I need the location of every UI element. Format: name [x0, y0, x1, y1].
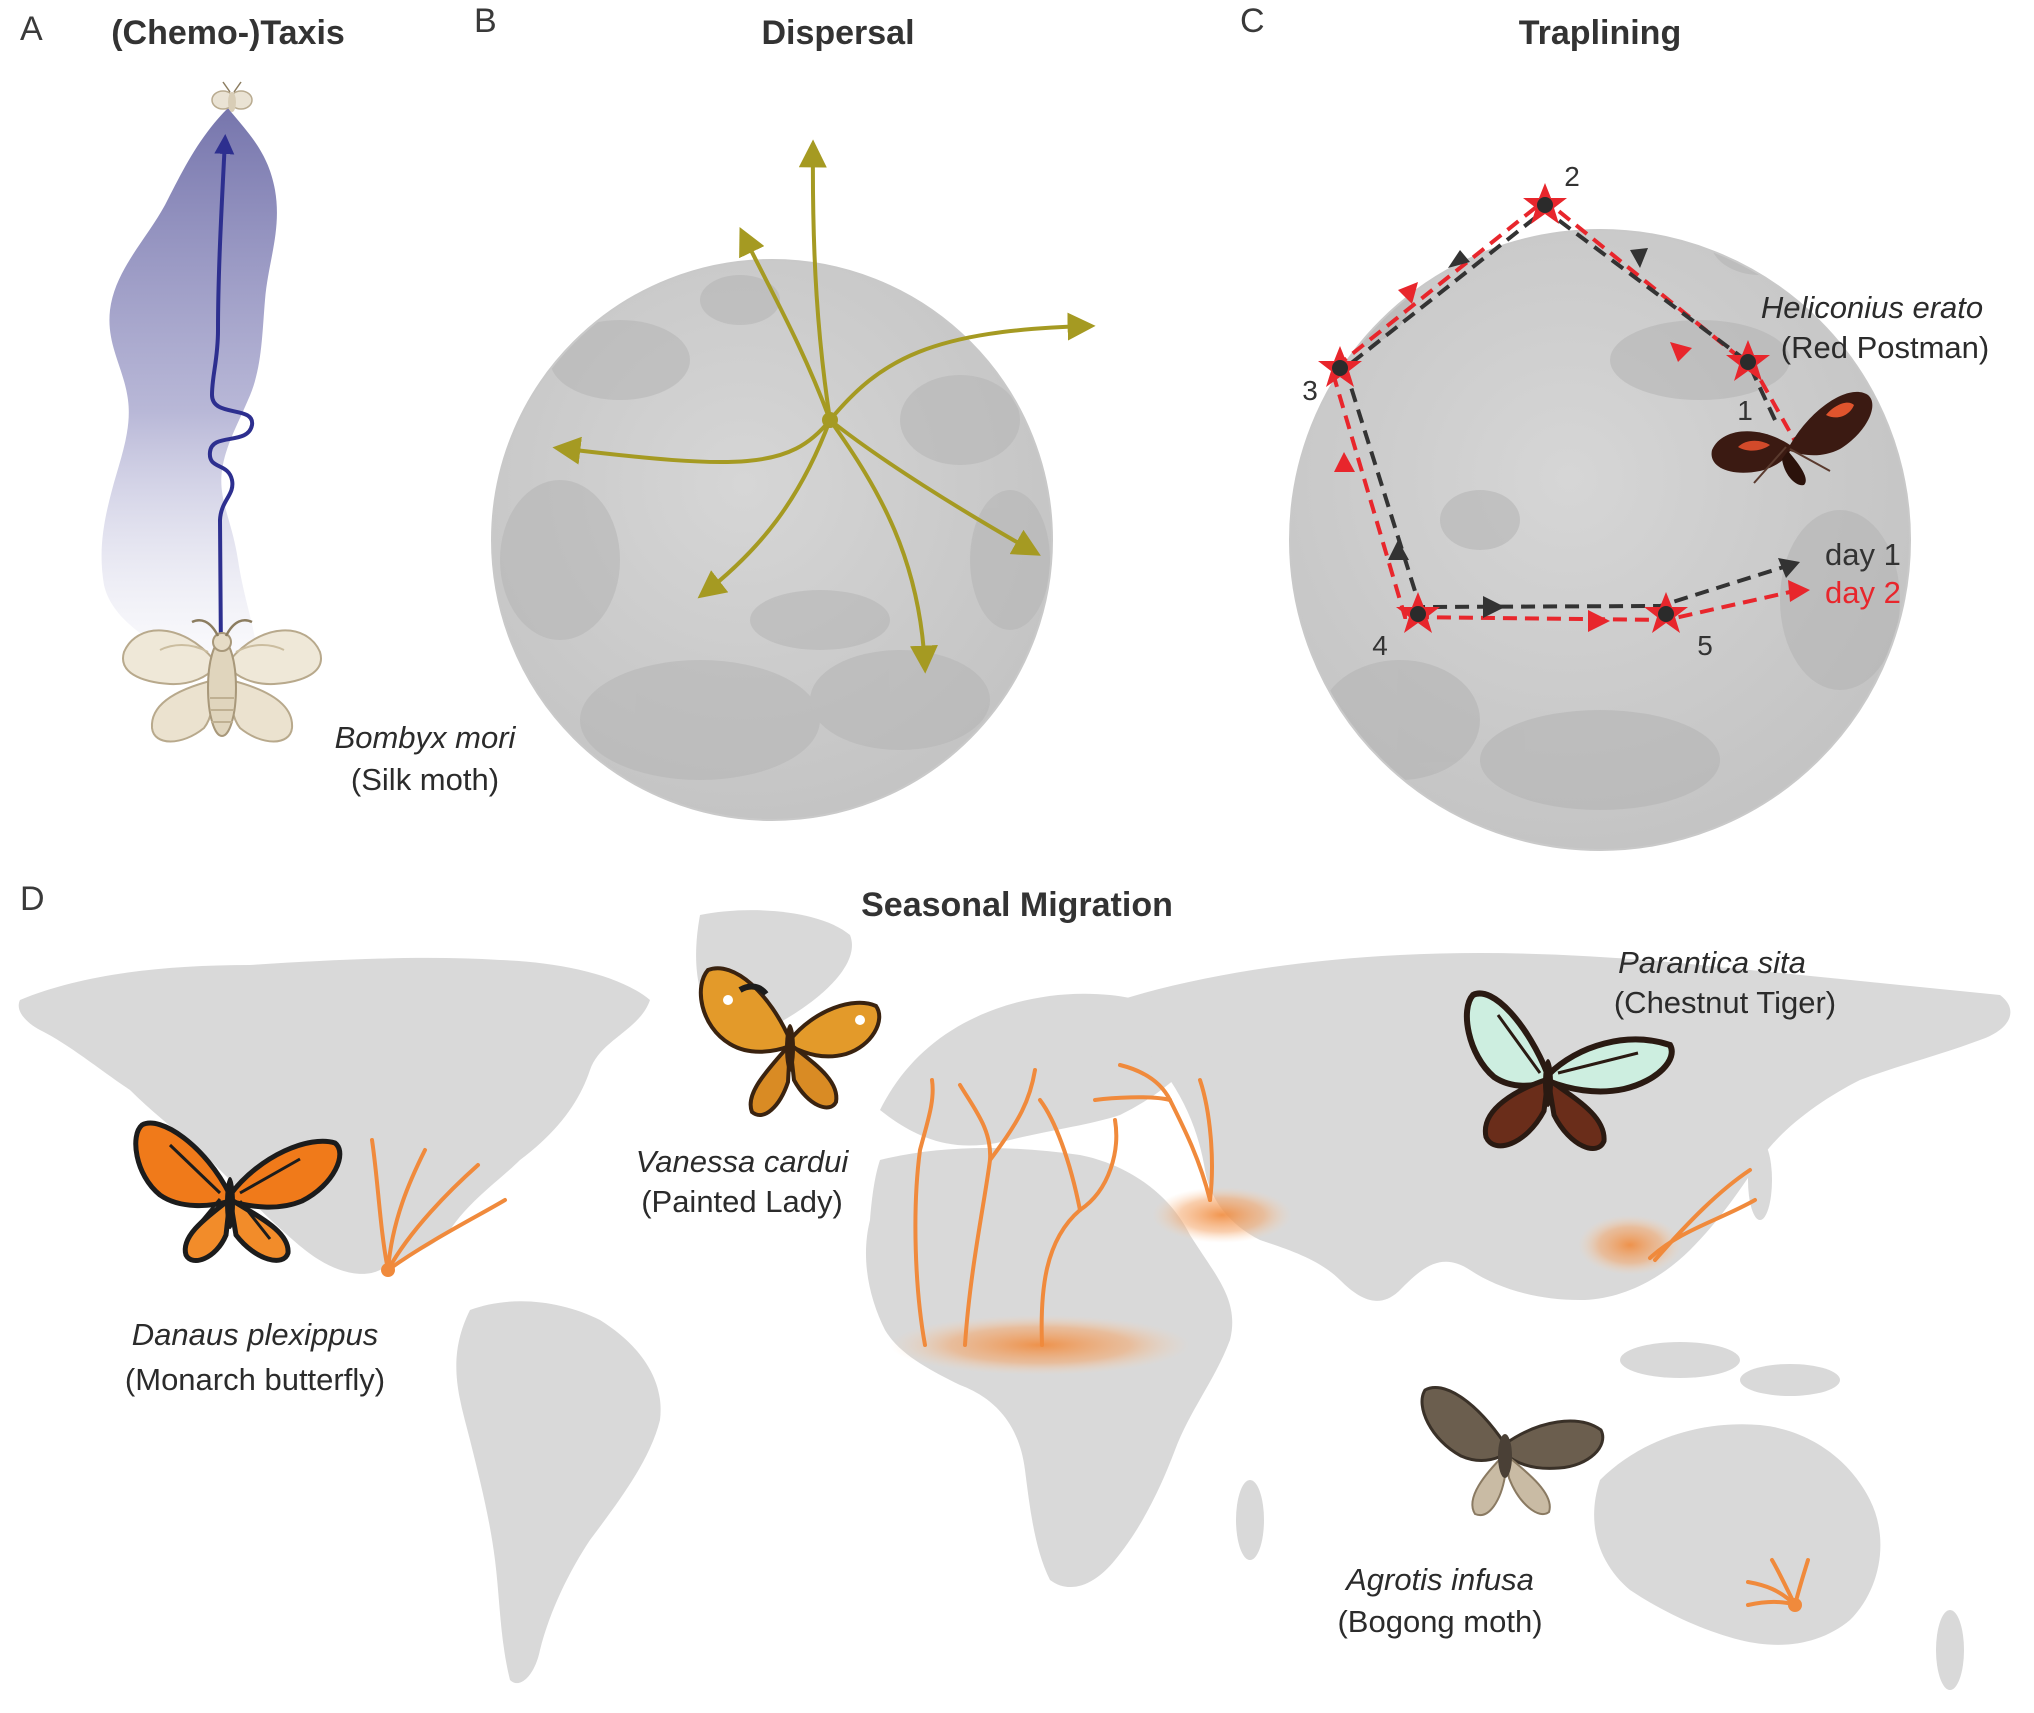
legend-day-2: day 2 [1825, 575, 1901, 610]
odor-plume [101, 108, 277, 660]
panel-a: A (Chemo-)Taxis Bombyx mori (Silk moth) [20, 10, 517, 797]
hotspot-middle-east [1152, 1187, 1292, 1243]
bogong-aestivation-site [1788, 1598, 1802, 1612]
dispersal-arrow [828, 418, 938, 674]
red-postman-illustration [1711, 391, 1873, 486]
painted-lady-illustration [698, 966, 882, 1117]
panel-c-title: Traplining [1519, 14, 1681, 52]
monarch-route [386, 1198, 507, 1272]
monarch-species-common: (Monarch butterfly) [125, 1362, 385, 1397]
dispersal-arrow [828, 312, 1096, 422]
panel-a-title: (Chemo-)Taxis [111, 14, 345, 52]
painted-lady-route [1093, 1095, 1172, 1102]
stop-label-2: 2 [1564, 161, 1580, 192]
chestnut-tiger-route [1648, 1198, 1757, 1260]
panel-d-letter: D [20, 880, 45, 918]
madagascar-landmass [1236, 1480, 1264, 1560]
dispersal-arrow [697, 419, 832, 599]
trapline-stop-3 [1318, 346, 1362, 387]
chestnut-tiger-species-common: (Chestnut Tiger) [1614, 985, 1836, 1020]
north-america-landmass [18, 957, 651, 1274]
dispersal-arrow [798, 139, 832, 421]
panel-d: D Seasonal Migration [18, 880, 2011, 1690]
chestnut-tiger-species-latin: Parantica sita [1618, 945, 1806, 980]
bogong-moth-illustration [1420, 1385, 1605, 1517]
panel-c-species-latin: Heliconius erato [1761, 290, 1983, 325]
monarch-route [386, 1163, 480, 1272]
new-zealand-landmass [1936, 1610, 1964, 1690]
painted-lady-route [958, 1083, 993, 1347]
world-map [18, 910, 2011, 1690]
stop-label-3: 3 [1302, 375, 1318, 406]
monarch-route [370, 1138, 390, 1272]
panel-b-title: Dispersal [761, 14, 914, 52]
bogong-species-common: (Bogong moth) [1337, 1604, 1542, 1639]
chestnut-tiger-illustration [1463, 990, 1675, 1151]
south-america-landmass [456, 1301, 661, 1684]
monarch-route [386, 1148, 427, 1272]
japan-landmass [1748, 1140, 1772, 1220]
trapline-stops [1318, 183, 1770, 633]
painted-lady-route [1038, 1098, 1082, 1212]
route-day-2-arrowheads [1334, 282, 1810, 632]
panel-c-letter: C [1240, 2, 1265, 40]
panel-c-species-common: (Red Postman) [1781, 330, 1989, 365]
panel-b-letter: B [474, 2, 497, 40]
monarch-overwinter-site [381, 1263, 395, 1277]
painted-lady-route [988, 1068, 1037, 1162]
europe-landmass [880, 993, 1200, 1146]
dispersal-arrows [552, 139, 1096, 674]
panel-b: B Dispersal [474, 2, 1096, 821]
dispersal-aerial-background [491, 259, 1053, 821]
panel-a-species-common: (Silk moth) [351, 762, 499, 797]
monarch-species-latin: Danaus plexippus [132, 1317, 378, 1352]
panel-d-title: Seasonal Migration [861, 886, 1173, 924]
trapline-stop-2 [1523, 183, 1567, 224]
taxis-path [207, 134, 255, 661]
trapline-stop-5 [1644, 592, 1688, 633]
indonesia-landmass [1620, 1342, 1740, 1378]
bogong-species-latin: Agrotis infusa [1344, 1562, 1534, 1597]
painted-lady-route [913, 1078, 935, 1347]
trapline-stop-4 [1396, 592, 1440, 633]
dispersal-arrow [739, 226, 832, 421]
stop-label-5: 5 [1697, 630, 1713, 661]
panel-a-species-latin: Bombyx mori [335, 720, 517, 755]
dispersal-arrow [828, 418, 1041, 556]
route-day-1-arrowheads [1388, 248, 1800, 618]
new-guinea-landmass [1740, 1364, 1840, 1396]
painted-lady-route [1198, 1078, 1214, 1202]
australia-landmass [1594, 1424, 1881, 1645]
panel-a-letter: A [20, 10, 43, 48]
dispersal-origin [822, 412, 838, 428]
dispersal-arrow [552, 418, 832, 465]
painted-lady-species-latin: Vanessa cardui [636, 1144, 850, 1179]
painted-lady-species-common: (Painted Lady) [641, 1184, 843, 1219]
small-moth-icon [211, 81, 253, 112]
trapline-stop-1 [1726, 340, 1770, 381]
monarch-butterfly-illustration [133, 1120, 343, 1263]
panel-c: C Traplining [1240, 2, 1989, 851]
legend-day-1: day 1 [1825, 537, 1901, 572]
stop-label-4: 4 [1372, 630, 1388, 661]
stop-label-1: 1 [1737, 395, 1753, 426]
silk-moth-illustration [122, 619, 322, 743]
